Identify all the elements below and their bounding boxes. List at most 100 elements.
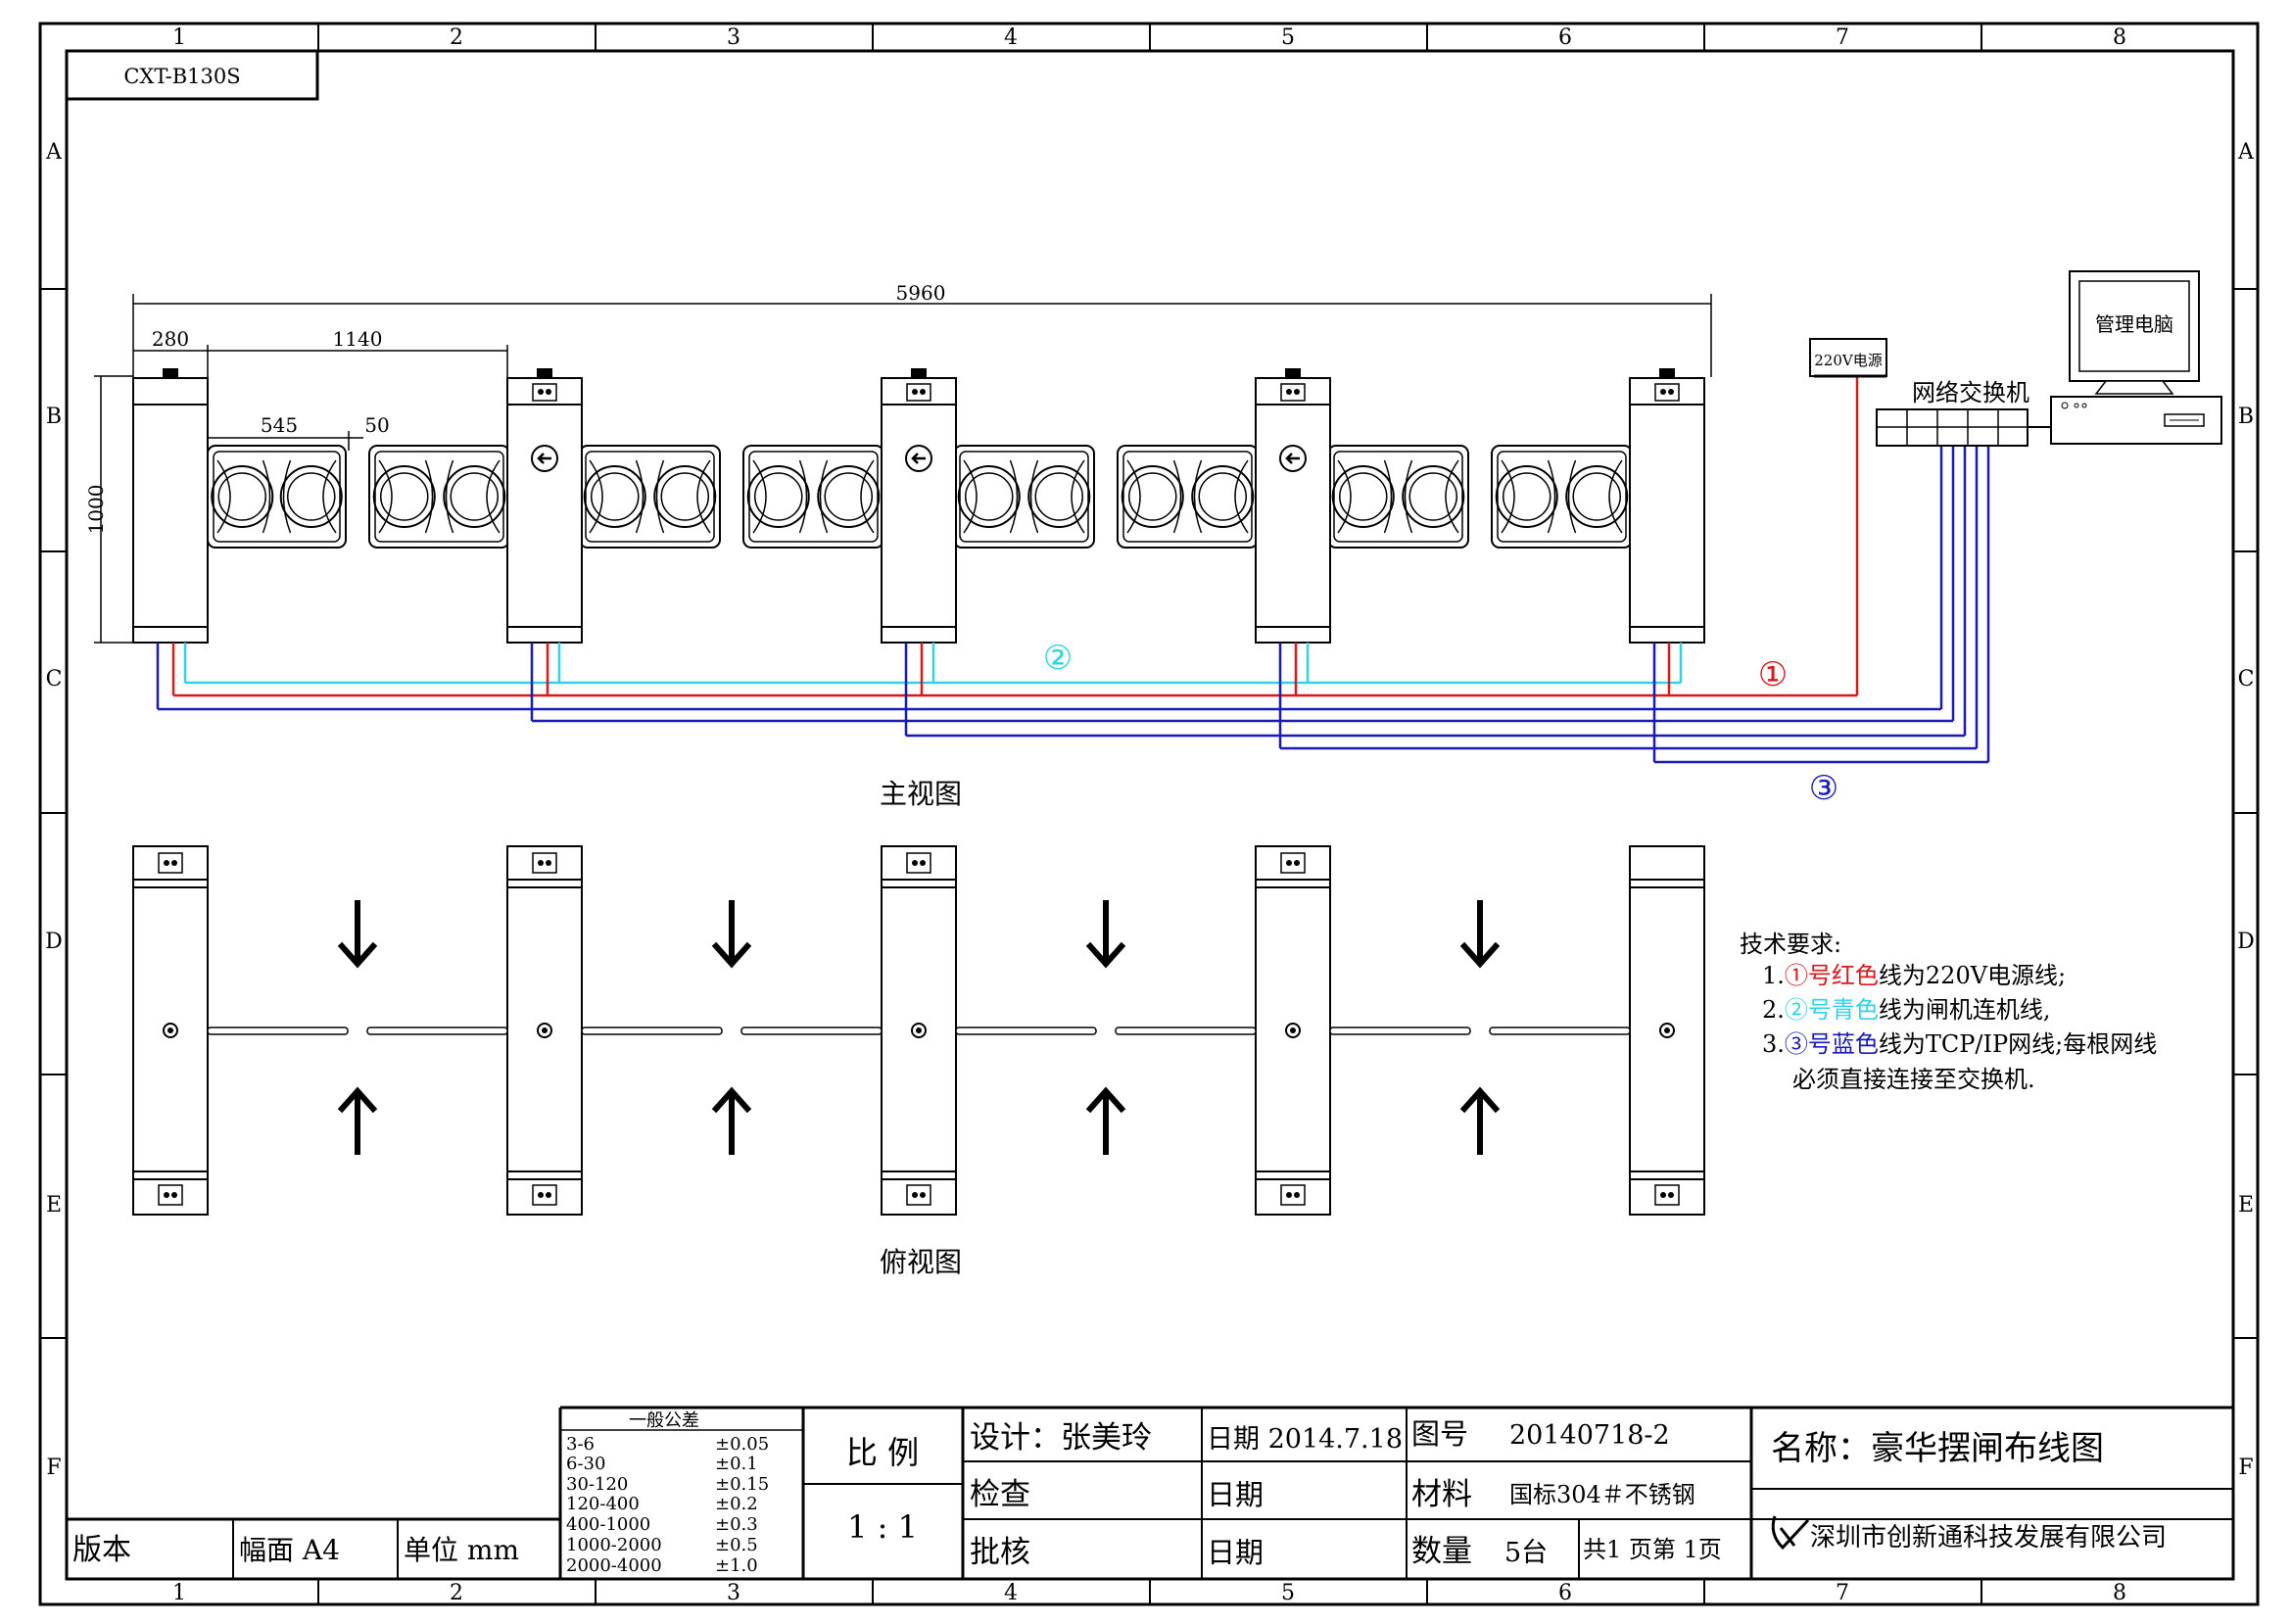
design-date: 日期 2014.7.18 xyxy=(1207,1424,1403,1455)
post-body xyxy=(132,377,209,644)
tech-requirements: 技术要求: 1.①号红色线为220V电源线; 2.②号青色线为闸机连机线, 3.… xyxy=(1740,931,2157,1093)
post-top-light xyxy=(1659,368,1675,378)
row-label-right: B xyxy=(2238,405,2254,429)
col-label-top: 3 xyxy=(727,25,740,50)
reader-icon xyxy=(158,1184,183,1206)
panel-ring-inner xyxy=(1034,472,1083,521)
inner-frame xyxy=(65,49,2235,1581)
panel-arc xyxy=(322,459,337,534)
outer-frame xyxy=(38,22,2260,1606)
panel-ring-inner xyxy=(1503,472,1551,521)
panel-arc xyxy=(963,459,978,534)
post-body xyxy=(1255,377,1331,644)
col-label-top: 8 xyxy=(2113,25,2126,50)
panel-ring-inner xyxy=(754,472,803,521)
panel-arc xyxy=(1501,459,1515,534)
qty-label: 数量 xyxy=(1411,1534,1472,1569)
swing-arm xyxy=(740,1027,883,1035)
panel-frame xyxy=(1491,445,1633,549)
panel-ring xyxy=(1191,465,1255,528)
reader-dot xyxy=(912,860,918,866)
reader-dot xyxy=(920,389,926,395)
company-name: 深圳市创新通科技发展有限公司 xyxy=(1810,1523,2167,1552)
panel-arc xyxy=(1126,459,1141,534)
panel-arc xyxy=(798,459,808,534)
col-label-bottom: 8 xyxy=(2113,1581,2126,1605)
post-body xyxy=(1629,377,1705,644)
reader-dot xyxy=(164,1192,169,1198)
swing-arm xyxy=(581,1027,723,1035)
col-label-bottom: 3 xyxy=(727,1581,740,1605)
down-arrow-icon xyxy=(337,900,378,969)
zone-dividers xyxy=(40,24,2258,1604)
gate-post-front xyxy=(506,368,583,644)
row-label-left: D xyxy=(45,930,63,954)
reader-dot xyxy=(912,389,918,395)
swing-panel xyxy=(1327,445,1469,549)
panel-ring-inner xyxy=(591,472,640,521)
material: 国标304＃不锈钢 xyxy=(1509,1481,1695,1508)
swing-panel xyxy=(953,445,1095,549)
col-label-bottom: 7 xyxy=(1836,1581,1849,1605)
top-view xyxy=(132,845,1705,1216)
tech-title: 技术要求: xyxy=(1740,931,1841,958)
pivot-dot xyxy=(167,1027,173,1033)
panel-arc xyxy=(819,459,829,534)
reader-dot xyxy=(1668,389,1674,395)
panel-arc xyxy=(1071,459,1085,534)
row-label-left: B xyxy=(46,405,62,429)
panel-ring xyxy=(1402,465,1465,528)
col-label-top: 6 xyxy=(1558,25,1572,50)
designer: 设计：张美玲 xyxy=(970,1420,1152,1456)
panel-inner xyxy=(1497,451,1627,543)
drawing-no: 20140718-2 xyxy=(1509,1420,1670,1451)
dim-50: 50 xyxy=(364,413,389,437)
col-label-bottom: 1 xyxy=(172,1581,186,1605)
reader-dot xyxy=(1286,1192,1292,1198)
swing-arm xyxy=(1329,1027,1471,1035)
qty: 5台 xyxy=(1504,1538,1548,1568)
tech-line1-text: 线为220V电源线; xyxy=(1879,962,2066,989)
panel-inner xyxy=(748,451,879,543)
reader-dot xyxy=(546,389,551,395)
gate-post-front xyxy=(1255,368,1331,644)
reader-icon xyxy=(906,1184,931,1206)
panel-ring xyxy=(817,465,881,528)
panel-arc xyxy=(1547,459,1556,534)
wire-marker-blue: ③ xyxy=(1809,769,1838,808)
tolerance-range: 3-6 xyxy=(566,1434,595,1455)
reader-dot xyxy=(538,860,544,866)
pivot-dot xyxy=(1290,1027,1296,1033)
post-top-light xyxy=(163,368,178,378)
tolerance-value: ±0.05 xyxy=(715,1434,769,1455)
tech-line4: 必须直接连接至交换机. xyxy=(1792,1066,2035,1093)
panel-arc xyxy=(378,459,393,534)
tolerance-value: ±0.5 xyxy=(715,1535,758,1555)
reader-dot xyxy=(546,860,551,866)
wire-blue xyxy=(156,446,1990,764)
company-logo-icon xyxy=(1771,1515,1810,1551)
panel-ring xyxy=(1121,465,1184,528)
reader-dot xyxy=(920,1192,926,1198)
row-label-left: E xyxy=(46,1193,62,1218)
panel-ring-inner xyxy=(1572,472,1621,521)
up-arrow-icon xyxy=(1085,1086,1126,1155)
swing-panel xyxy=(207,445,347,549)
tolerance-range: 120-400 xyxy=(566,1494,640,1514)
left-arrow-icon xyxy=(537,453,551,464)
reader-dot xyxy=(546,1192,551,1198)
panel-arc xyxy=(635,459,644,534)
panel-ring-inner xyxy=(450,472,499,521)
panel-arc xyxy=(752,459,767,534)
reader-dot xyxy=(920,860,926,866)
panel-arc xyxy=(1172,459,1182,534)
panel-ring-inner xyxy=(217,472,266,521)
panel-frame xyxy=(368,445,510,549)
power-label: 220V电源 xyxy=(1814,352,1882,369)
panel-arc xyxy=(262,459,271,534)
reader-icon xyxy=(532,383,557,402)
reader-dot xyxy=(538,1192,544,1198)
panel-arc xyxy=(216,459,231,534)
gate-post-front xyxy=(881,368,957,644)
